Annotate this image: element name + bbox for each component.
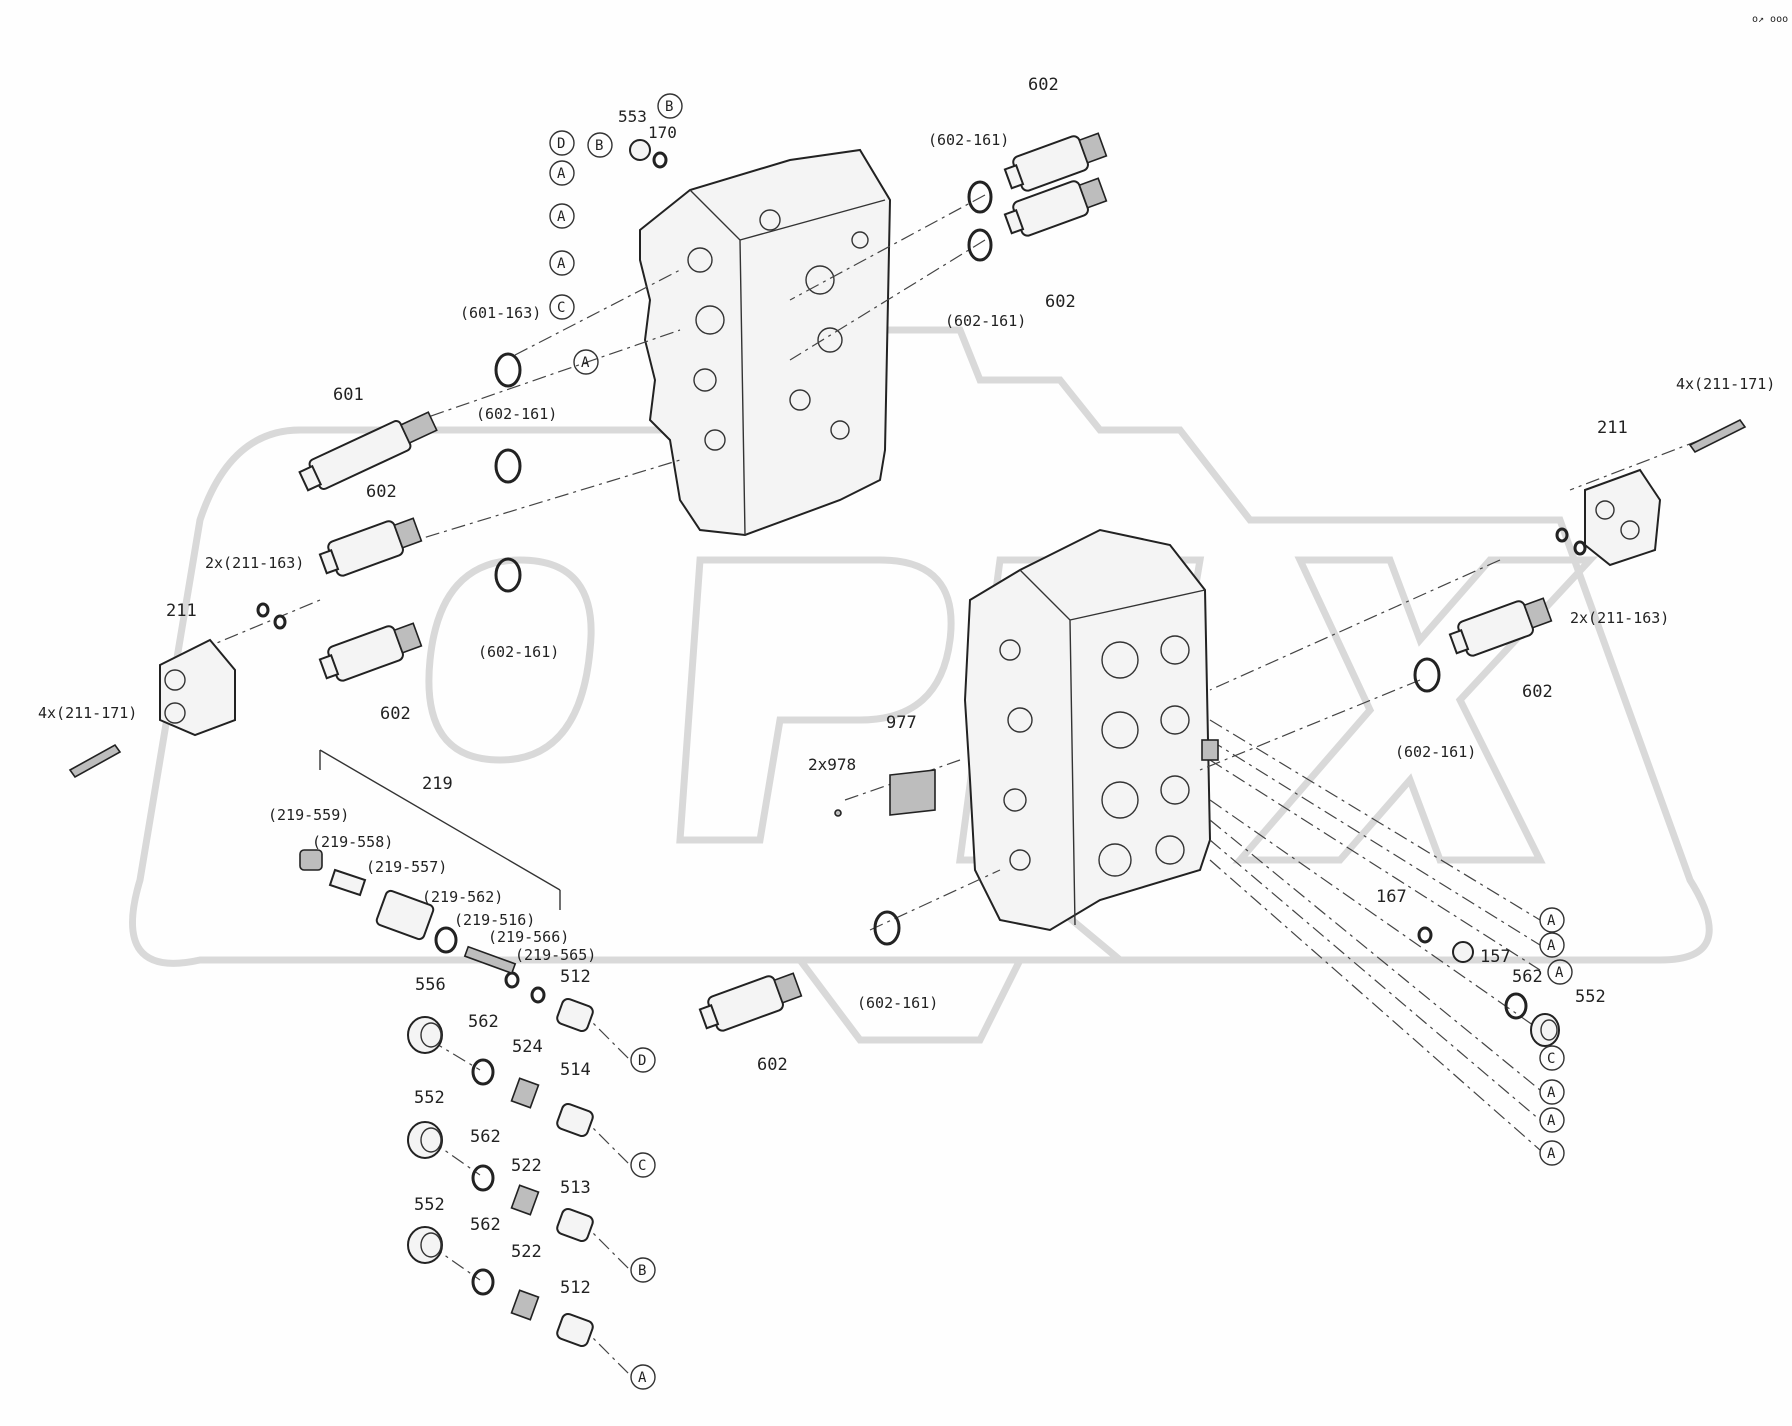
valve-602-top-2 bbox=[1003, 177, 1108, 237]
label-977: 977 bbox=[886, 713, 917, 733]
valve-602-right bbox=[1448, 597, 1553, 657]
marker-a: A bbox=[557, 256, 566, 272]
marker-b: B bbox=[665, 99, 673, 115]
label-602-161: (602-161) bbox=[1395, 743, 1476, 761]
marker-c: C bbox=[557, 300, 565, 316]
label-219-516: (219-516) bbox=[454, 911, 535, 929]
cover-211-right bbox=[1584, 418, 1747, 567]
label-602-161: (602-161) bbox=[945, 312, 1026, 330]
label-219: 219 bbox=[422, 774, 453, 794]
marker-d: D bbox=[638, 1053, 646, 1069]
marker-b: B bbox=[638, 1263, 646, 1279]
marker-a: A bbox=[557, 166, 566, 182]
label-601: 601 bbox=[333, 385, 364, 405]
label-562: 562 bbox=[470, 1215, 501, 1235]
marker-a: A bbox=[1547, 1085, 1556, 1101]
label-602: 602 bbox=[1522, 682, 1553, 702]
label-602: 602 bbox=[366, 482, 397, 502]
label-552: 552 bbox=[1575, 987, 1606, 1007]
label-512: 512 bbox=[560, 1278, 591, 1298]
label-219-557: (219-557) bbox=[366, 858, 447, 876]
marker-b: B bbox=[595, 138, 603, 154]
marker-c: C bbox=[638, 1158, 646, 1174]
label-602-161: (602-161) bbox=[476, 405, 557, 423]
label-522: 522 bbox=[511, 1242, 542, 1262]
marker-a: A bbox=[1547, 1146, 1556, 1162]
upper-valve-body bbox=[639, 148, 892, 537]
label-219-562: (219-562) bbox=[422, 888, 503, 906]
label-524: 524 bbox=[512, 1037, 543, 1057]
plug-column bbox=[407, 139, 1560, 1347]
lower-valve-body bbox=[963, 528, 1212, 932]
label-601-163: (601-163) bbox=[460, 304, 541, 322]
label-170: 170 bbox=[648, 123, 677, 142]
label-602-161: (602-161) bbox=[928, 131, 1009, 149]
label-219-558: (219-558) bbox=[312, 833, 393, 851]
valve-602-top-1 bbox=[1003, 132, 1108, 192]
corner-note: o↗ ooo bbox=[1752, 14, 1788, 25]
label-4x-211-171: 4x(211-171) bbox=[38, 704, 137, 722]
valve-601 bbox=[298, 411, 438, 492]
label-2x-211-163: 2x(211-163) bbox=[205, 554, 304, 572]
label-167: 167 bbox=[1376, 887, 1407, 907]
label-602: 602 bbox=[1028, 75, 1059, 95]
label-219-559: (219-559) bbox=[268, 806, 349, 824]
label-602: 602 bbox=[380, 704, 411, 724]
label-211: 211 bbox=[1597, 418, 1628, 438]
o-rings bbox=[256, 151, 1587, 1296]
marker-a: A bbox=[557, 209, 566, 225]
label-562: 562 bbox=[1512, 967, 1543, 987]
label-2x978: 2x978 bbox=[808, 755, 856, 774]
circle-markers bbox=[549, 93, 1573, 1390]
label-513: 513 bbox=[560, 1178, 591, 1198]
label-157: 157 bbox=[1480, 947, 1511, 967]
nameplate-977 bbox=[834, 769, 936, 817]
marker-a: A bbox=[1547, 913, 1556, 929]
label-562: 562 bbox=[468, 1012, 499, 1032]
marker-a: A bbox=[1547, 1113, 1556, 1129]
label-4x-211-171: 4x(211-171) bbox=[1676, 375, 1775, 393]
label-552: 552 bbox=[414, 1088, 445, 1108]
label-556: 556 bbox=[415, 975, 446, 995]
label-512: 512 bbox=[560, 967, 591, 987]
label-219-565: (219-565) bbox=[515, 946, 596, 964]
valve-602-bottom bbox=[698, 972, 803, 1032]
label-514: 514 bbox=[560, 1060, 591, 1080]
label-2x-211-163: 2x(211-163) bbox=[1570, 609, 1669, 627]
label-219-566: (219-566) bbox=[488, 928, 569, 946]
valve-602-left-2 bbox=[318, 622, 423, 682]
marker-a: A bbox=[581, 355, 590, 371]
marker-a: A bbox=[1547, 938, 1556, 954]
label-562: 562 bbox=[470, 1127, 501, 1147]
valve-602-left-1 bbox=[318, 517, 423, 577]
marker-a: A bbox=[638, 1370, 647, 1386]
label-602-161: (602-161) bbox=[857, 994, 938, 1012]
label-211: 211 bbox=[166, 601, 197, 621]
label-522: 522 bbox=[511, 1156, 542, 1176]
part-labels: 553 170 B D B A A A C A 602 (602-161) 60… bbox=[38, 14, 1788, 1386]
relief-valves bbox=[298, 132, 1553, 1032]
label-552: 552 bbox=[414, 1195, 445, 1215]
label-602: 602 bbox=[757, 1055, 788, 1075]
label-602-161: (602-161) bbox=[478, 643, 559, 661]
assembly-219-parts bbox=[299, 849, 517, 975]
label-602: 602 bbox=[1045, 292, 1076, 312]
cover-211-left bbox=[68, 638, 236, 779]
label-553: 553 bbox=[618, 107, 647, 126]
marker-d: D bbox=[557, 136, 565, 152]
marker-c: C bbox=[1547, 1051, 1555, 1067]
marker-a: A bbox=[1555, 965, 1564, 981]
leader-lines bbox=[199, 194, 1701, 1376]
